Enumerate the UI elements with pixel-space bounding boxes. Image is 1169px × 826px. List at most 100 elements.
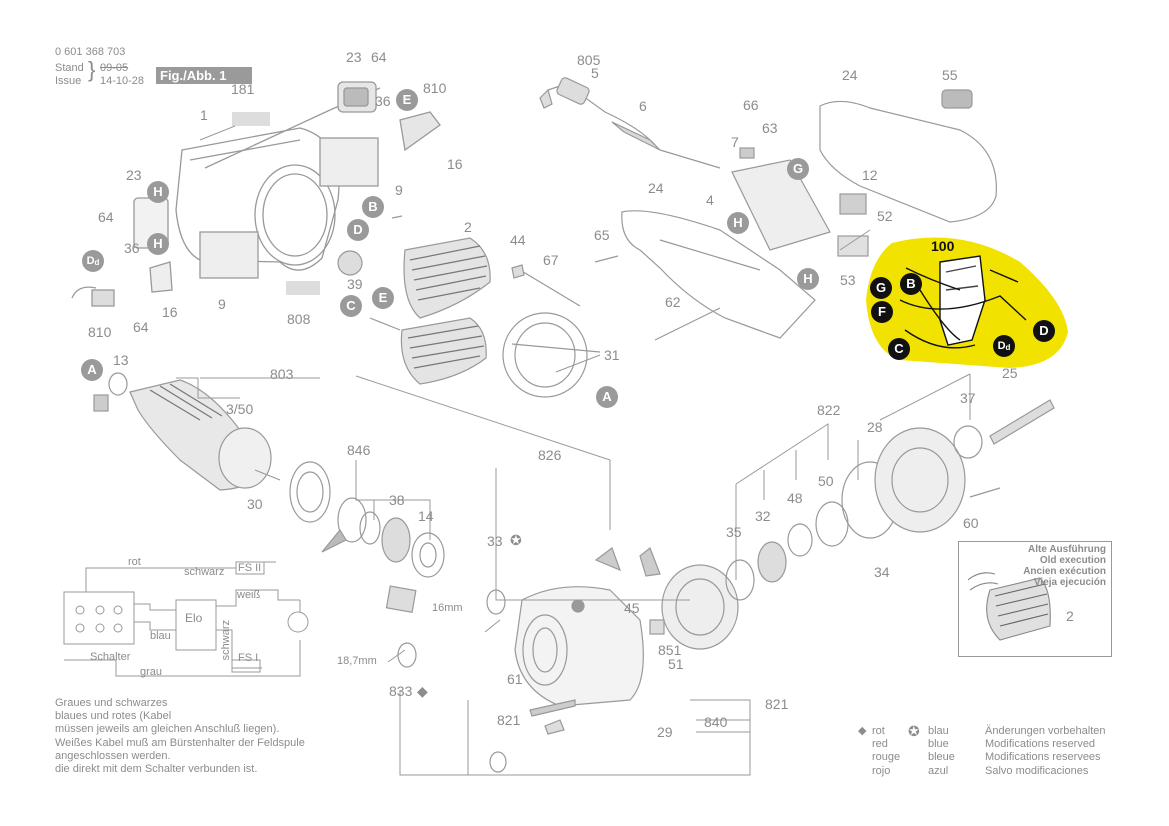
note-line: die direkt mit dem Schalter verbunden is… (55, 762, 258, 775)
part-number-label: 36 (375, 93, 391, 109)
wire-label: schwarz (184, 566, 225, 578)
legend-line: rot (872, 725, 885, 737)
red-legend: rot red rouge rojo (872, 725, 900, 778)
part-number-label: 12 (862, 167, 878, 183)
part-number-label: 5 (591, 65, 599, 81)
part-number-label: 805 (577, 52, 601, 68)
callout-badge: C (340, 295, 362, 317)
part-number-label: 51 (668, 656, 684, 672)
part-number-label: 67 (543, 252, 559, 268)
part-number-label: 65 (594, 227, 610, 243)
part-number-label: 53 (840, 272, 856, 288)
legend-line: Änderungen vorbehalten (985, 725, 1106, 737)
part-number-label: 28 (867, 419, 883, 435)
part-number-label: 846 (347, 442, 371, 458)
part-number-label: 14 (418, 508, 434, 524)
part-number-label: 9 (218, 296, 226, 312)
part-number-label: 29 (657, 724, 673, 740)
legend-line: blue (928, 738, 949, 751)
legend-line: Salvo modificaciones (985, 764, 1089, 777)
title-line: Vieja ejecución (1033, 577, 1106, 588)
wire-label: FS II (238, 562, 262, 574)
wiring-notes: Graues und schwarzes blaues und rotes (K… (55, 697, 385, 776)
callout-badge: Dd (82, 250, 104, 272)
part-number-label: 45 (624, 600, 640, 616)
callout-badge: A (596, 386, 618, 408)
part-number-label: 64 (371, 49, 387, 65)
callout-badge: H (147, 181, 169, 203)
part-number-label: 1 (200, 107, 208, 123)
part-number-label: 23 (346, 49, 362, 65)
part-number-label: 37 (960, 390, 976, 406)
part-number-label: 52 (877, 208, 893, 224)
part-number-label: 822 (817, 402, 841, 418)
callout-badge-highlighted: G (870, 277, 892, 299)
legend-line: azul (928, 764, 949, 777)
part-number-label: 810 (88, 324, 112, 340)
part-number-label: 23 (126, 167, 142, 183)
part-number-label: 48 (787, 490, 803, 506)
part-number-label: 24 (648, 180, 664, 196)
title-line: Ancien exécution (1023, 566, 1106, 577)
part-number-label: 64 (133, 319, 149, 335)
modifications-legend: Änderungen vorbehalten Modifications res… (985, 725, 1105, 778)
callout-badge: E (372, 287, 394, 309)
blue-legend: blau blue bleue azul (928, 725, 955, 778)
part-number-label: 851 (658, 642, 682, 658)
part-number-label: 13 (113, 352, 129, 368)
issue-label: Issue (55, 75, 82, 87)
part-number: 0 601 368 703 (55, 46, 126, 58)
part-number-label: 833 (389, 683, 413, 699)
part-number-label: 840 (704, 714, 728, 730)
part-number-label: 16 (162, 304, 178, 320)
callout-badge: H (147, 233, 169, 255)
callout-badge: H (727, 212, 749, 234)
part-number-label: 24 (842, 67, 858, 83)
callout-badge: A (81, 359, 103, 381)
callout-badge-highlighted: Dd (993, 335, 1015, 357)
callout-badge: E (396, 89, 418, 111)
title-line: Old execution (1039, 555, 1106, 566)
part-number-label: 32 (755, 508, 771, 524)
note-line: angeschlossen werden. (55, 749, 171, 762)
note-line: blaues und rotes (Kabel (55, 710, 172, 723)
part-number-label: 3/50 (226, 401, 254, 417)
part-number-label: 64 (98, 209, 114, 225)
part-number-label: 39 (347, 276, 363, 292)
red-legend-symbol: ◆ (858, 725, 867, 737)
wire-label: rot (128, 556, 141, 568)
part-number-label: 4 (706, 192, 714, 208)
part-number-label: 33 (487, 533, 503, 549)
part-number-label: 62 (665, 294, 681, 310)
callout-badge: B (362, 196, 384, 218)
part-number-label: 181 (231, 81, 255, 97)
wire-label: Elo (185, 611, 203, 625)
part-number-label: 60 (963, 515, 979, 531)
part-number-label: 35 (726, 524, 742, 540)
part-number-label: 821 (497, 712, 521, 728)
callout-badge: D (347, 219, 369, 241)
legend-line: rojo (872, 764, 891, 777)
wire-label: Schalter (90, 651, 131, 663)
part-number-label: 821 (765, 696, 789, 712)
note-line: Graues und schwarzes (55, 697, 168, 709)
dimension-18-7mm: 18,7mm (337, 655, 377, 667)
wire-label: grau (140, 666, 163, 678)
part-number-label: 55 (942, 67, 958, 83)
part-number-label: 31 (604, 347, 620, 363)
red-symbol: ◆ (417, 683, 428, 699)
part-number-label: 9 (395, 182, 403, 198)
callout-badge-highlighted: D (1033, 320, 1055, 342)
part-number-label: 16 (447, 156, 463, 172)
wire-label: FS I (238, 652, 259, 664)
part-number-label: 50 (818, 473, 834, 489)
note-line: Weißes Kabel muß am Bürstenhalter der Fe… (55, 736, 305, 749)
callout-badge-highlighted: F (871, 301, 893, 323)
figure-label: Fig./Abb. 1 (156, 67, 252, 84)
blue-legend-symbol: ✪ (908, 723, 920, 739)
callout-badge: G (787, 158, 809, 180)
legend-line: blau (928, 725, 949, 737)
part-number-label: 66 (743, 97, 759, 113)
